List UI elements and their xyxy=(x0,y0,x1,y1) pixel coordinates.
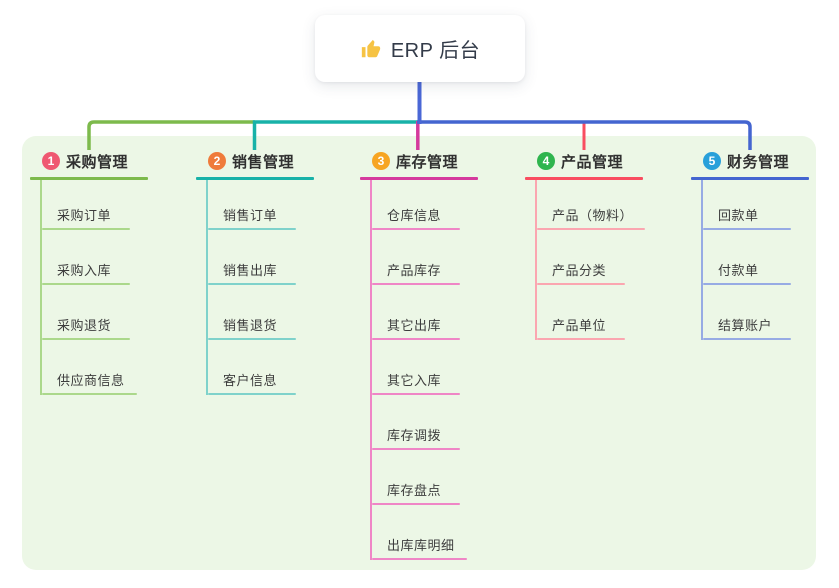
node-label: 库存盘点 xyxy=(387,483,442,498)
node-label: 仓库信息 xyxy=(387,208,442,223)
mindmap-node[interactable]: 产品单位 xyxy=(537,285,625,340)
mindmap-node[interactable]: 销售退货 xyxy=(208,285,296,340)
node-label: 产品库存 xyxy=(387,263,442,278)
branch-subtree: 产品（物料） 产品分类 产品单位 xyxy=(535,180,646,340)
node-label: 产品（物料） xyxy=(552,208,634,223)
branch-number-badge: 5 xyxy=(703,152,721,170)
node-underline xyxy=(703,228,791,230)
node-label: 其它出库 xyxy=(387,318,442,333)
mindmap-node[interactable]: 仓库信息 xyxy=(372,180,460,230)
node-label: 采购退货 xyxy=(57,318,112,333)
node-underline xyxy=(372,338,460,340)
mindmap-node[interactable]: 回款单 xyxy=(703,180,791,230)
mindmap-node[interactable]: 供应商信息 xyxy=(42,340,137,395)
node-underline xyxy=(372,228,460,230)
node-underline xyxy=(42,393,137,395)
node-underline xyxy=(537,228,646,230)
branch-underline xyxy=(525,177,643,180)
node-underline xyxy=(42,228,130,230)
branch-node-2[interactable]: 2 销售管理 xyxy=(196,148,314,174)
node-underline xyxy=(372,448,460,450)
node-underline xyxy=(537,283,625,285)
branch-title-label: 财务管理 xyxy=(727,153,790,171)
branch-title-label: 库存管理 xyxy=(396,153,459,171)
mindmap-node[interactable]: 采购入库 xyxy=(42,230,130,285)
node-label: 销售订单 xyxy=(223,208,278,223)
mindmap-node[interactable]: 库存盘点 xyxy=(372,450,460,505)
node-label: 采购入库 xyxy=(57,263,112,278)
branch-underline xyxy=(360,177,478,180)
node-underline xyxy=(703,338,791,340)
mindmap-node[interactable]: 其它出库 xyxy=(372,285,460,340)
node-label: 产品分类 xyxy=(552,263,607,278)
branch-subtree: 回款单 付款单 结算账户 xyxy=(701,180,809,340)
branch-column-1: 1 采购管理 采购订单 采购入库 采购退货 供应商信息 xyxy=(30,148,148,395)
node-label: 产品单位 xyxy=(552,318,607,333)
mindmap-node[interactable]: 产品（物料） xyxy=(537,180,646,230)
node-label: 销售出库 xyxy=(223,263,278,278)
mindmap-node[interactable]: 结算账户 xyxy=(703,285,791,340)
node-label: 销售退货 xyxy=(223,318,278,333)
mindmap-node[interactable]: 库存调拨 xyxy=(372,395,460,450)
root-node[interactable]: ERP 后台 xyxy=(315,15,525,82)
node-label: 付款单 xyxy=(718,263,759,278)
branch-column-2: 2 销售管理 销售订单 销售出库 销售退货 客户信息 xyxy=(196,148,314,395)
node-underline xyxy=(208,228,296,230)
node-underline xyxy=(208,338,296,340)
mindmap-node[interactable]: 销售订单 xyxy=(208,180,296,230)
node-underline xyxy=(537,338,625,340)
node-label: 出库库明细 xyxy=(387,538,455,553)
branch-node-4[interactable]: 4 产品管理 xyxy=(525,148,643,174)
mindmap-node[interactable]: 采购订单 xyxy=(42,180,130,230)
mindmap-node[interactable]: 销售出库 xyxy=(208,230,296,285)
branch-subtree: 仓库信息 产品库存 其它出库 其它入库 库存调拨 库存盘点 出库库明细 xyxy=(370,180,478,560)
branch-node-5[interactable]: 5 财务管理 xyxy=(691,148,809,174)
branch-title-label: 销售管理 xyxy=(232,153,295,171)
mindmap-node[interactable]: 产品库存 xyxy=(372,230,460,285)
node-underline xyxy=(208,283,296,285)
branch-underline xyxy=(691,177,809,180)
node-underline xyxy=(372,558,467,560)
node-underline xyxy=(42,338,130,340)
mindmap-node[interactable]: 付款单 xyxy=(703,230,791,285)
branch-subtree: 销售订单 销售出库 销售退货 客户信息 xyxy=(206,180,314,395)
thumbs-up-icon xyxy=(361,39,380,57)
node-underline xyxy=(372,503,460,505)
branch-title-label: 产品管理 xyxy=(561,153,624,171)
mindmap-node[interactable]: 出库库明细 xyxy=(372,505,467,560)
node-label: 库存调拨 xyxy=(387,428,442,443)
mindmap-node[interactable]: 采购退货 xyxy=(42,285,130,340)
branches-background-panel xyxy=(22,136,816,570)
branch-number-badge: 1 xyxy=(42,152,60,170)
branch-underline xyxy=(196,177,314,180)
branch-node-1[interactable]: 1 采购管理 xyxy=(30,148,148,174)
node-label: 结算账户 xyxy=(718,318,773,333)
branch-number-badge: 2 xyxy=(208,152,226,170)
branch-column-4: 4 产品管理 产品（物料） 产品分类 产品单位 xyxy=(525,148,646,340)
branch-column-5: 5 财务管理 回款单 付款单 结算账户 xyxy=(691,148,809,340)
branch-number-badge: 4 xyxy=(537,152,555,170)
node-underline xyxy=(372,393,460,395)
node-label: 其它入库 xyxy=(387,373,442,388)
branch-subtree: 采购订单 采购入库 采购退货 供应商信息 xyxy=(40,180,148,395)
node-label: 采购订单 xyxy=(57,208,112,223)
mindmap-node[interactable]: 客户信息 xyxy=(208,340,296,395)
mindmap-node[interactable]: 其它入库 xyxy=(372,340,460,395)
branch-number-badge: 3 xyxy=(372,152,390,170)
node-label: 客户信息 xyxy=(223,373,278,388)
node-label: 供应商信息 xyxy=(57,373,125,388)
mindmap-node[interactable]: 产品分类 xyxy=(537,230,625,285)
branch-title-label: 采购管理 xyxy=(66,153,129,171)
branch-column-3: 3 库存管理 仓库信息 产品库存 其它出库 其它入库 库存调拨 库存盘点 出库库… xyxy=(360,148,478,560)
branch-underline xyxy=(30,177,148,180)
node-underline xyxy=(372,283,460,285)
node-underline xyxy=(42,283,130,285)
node-label: 回款单 xyxy=(718,208,759,223)
node-underline xyxy=(208,393,296,395)
root-node-label: ERP 后台 xyxy=(390,40,481,62)
node-underline xyxy=(703,283,791,285)
branch-node-3[interactable]: 3 库存管理 xyxy=(360,148,478,174)
